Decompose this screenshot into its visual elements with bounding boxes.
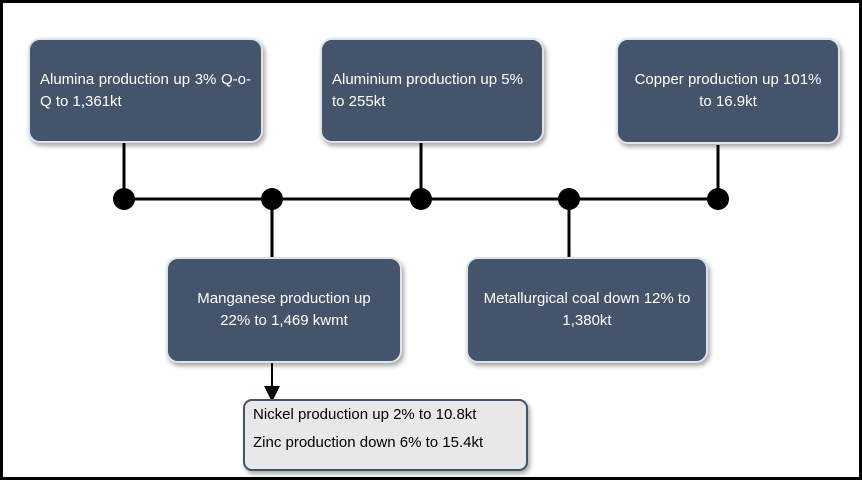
nickel-zinc-box: Nickel production up 2% to 10.8kt Zinc p… xyxy=(243,399,528,471)
alumina-text: Alumina production up 3% Q-o-Q to 1,361k… xyxy=(40,70,251,110)
nickel-text: Nickel production up 2% to 10.8kt xyxy=(253,406,477,423)
manganese-text: Manganese production up 22% to 1,469 kwm… xyxy=(197,290,371,329)
timeline-node-3 xyxy=(410,188,432,210)
copper-box: Copper production up 101% to 16.9kt xyxy=(616,38,840,144)
alumina-box: Alumina production up 3% Q-o-Q to 1,361k… xyxy=(28,38,263,143)
timeline-node-2 xyxy=(261,188,283,210)
manganese-box: Manganese production up 22% to 1,469 kwm… xyxy=(166,257,402,363)
timeline-node-5 xyxy=(707,188,729,210)
aluminium-box: Aluminium production up 5% to 255kt xyxy=(320,38,544,143)
timeline-node-4 xyxy=(558,188,580,210)
zinc-text: Zinc production down 6% to 15.4kt xyxy=(253,434,484,451)
coal-text: Metallurgical coal down 12% to 1,380kt xyxy=(483,290,691,329)
coal-box: Metallurgical coal down 12% to 1,380kt xyxy=(466,257,708,363)
copper-text: Copper production up 101% to 16.9kt xyxy=(634,71,822,110)
timeline-node-1 xyxy=(113,188,135,210)
aluminium-text: Aluminium production up 5% to 255kt xyxy=(332,70,523,110)
